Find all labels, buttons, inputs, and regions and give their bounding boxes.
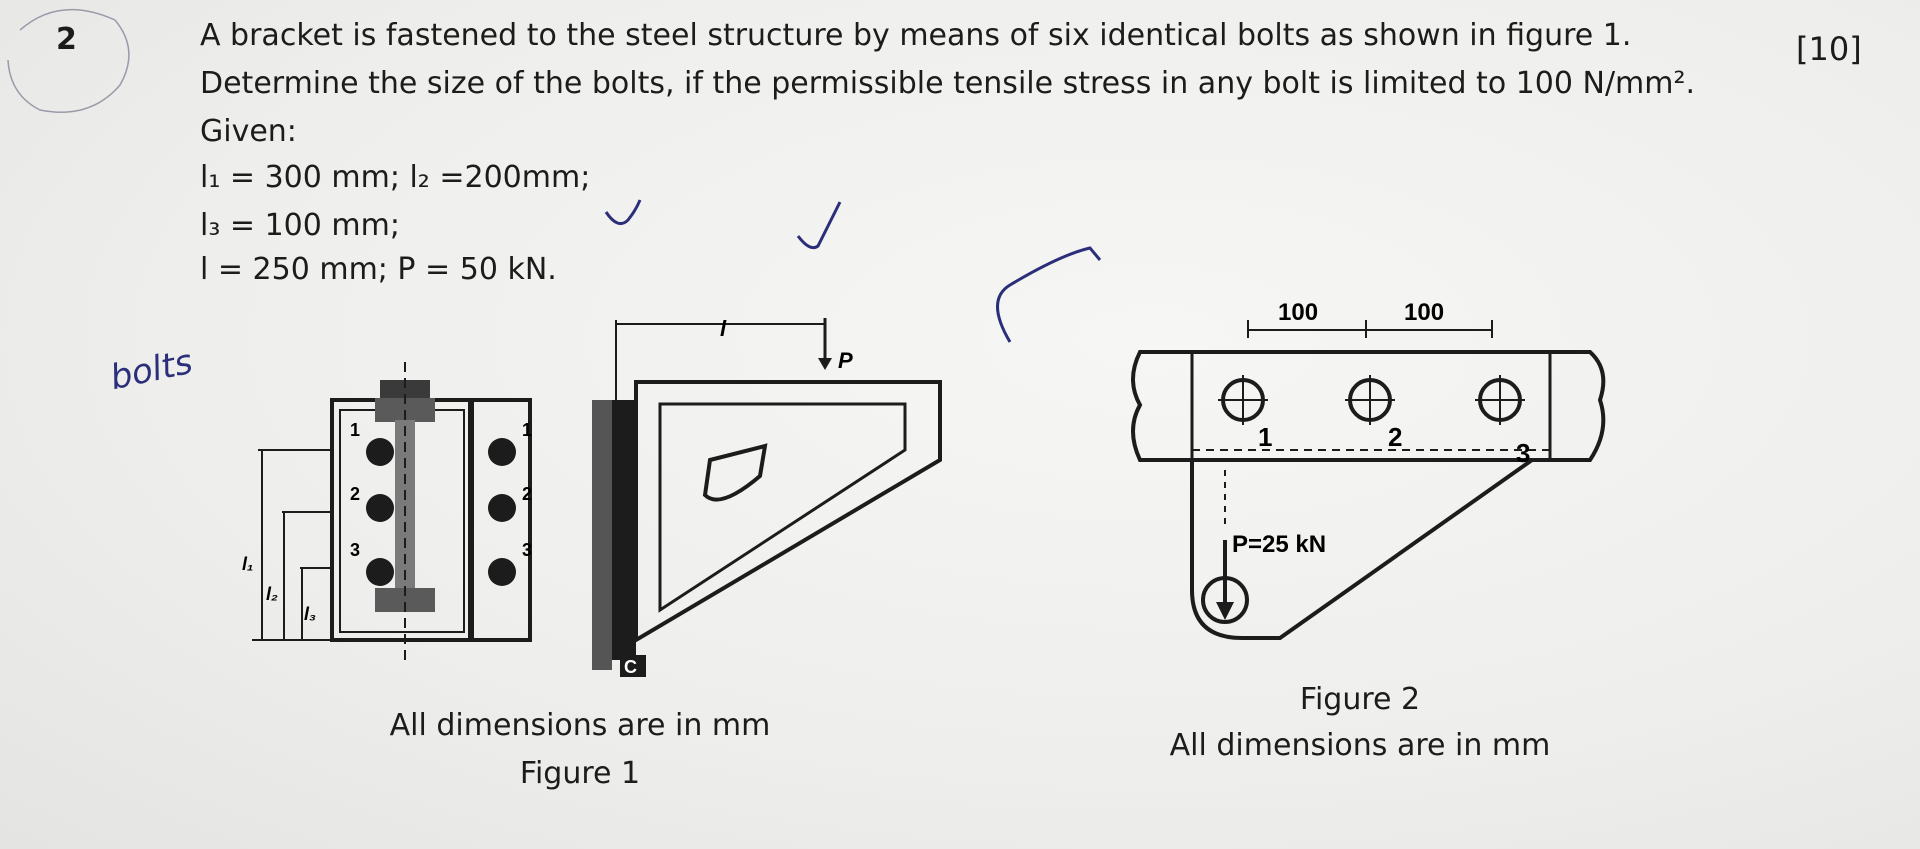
fig1-dim-l: l [720,316,727,341]
fig1-bolt-label-2b: 2 [522,484,532,504]
fig2-bolt-label-3: 3 [1516,438,1530,468]
bolt-3-left [366,558,394,586]
fig2-dim-left: 100 [1278,299,1318,326]
circle-mark [7,8,130,113]
fig1-bolt-label-3b: 3 [522,540,532,560]
figure-2-dimensions-note: All dimensions are in mm [1169,728,1551,763]
bolt-1-right [488,438,516,466]
fig1-label-C: C [624,657,637,677]
figure-2-drawing: 100 100 1 2 3 P=25 kN [1131,299,1606,640]
fig1-bolt-label-1b: 1 [522,420,532,440]
fig1-bolt-label-2: 2 [350,484,360,504]
bracket-mark [996,246,1102,343]
figure-2-caption: Figure 2 [1299,682,1421,717]
given-line-1: l₁ = 300 mm; l₂ =200mm; [200,160,591,195]
figure-1-drawing: 1 2 3 1 2 3 l₁ l₂ l₃ l P C [242,316,942,677]
question-line-1: A bracket is fastened to the steel struc… [200,18,1632,53]
given-label: Given: [200,114,297,149]
bolt-3-right [488,558,516,586]
fig2-bolt-label-2: 2 [1388,422,1402,452]
bolt-2-right [488,494,516,522]
bolt-2-left [366,494,394,522]
fig1-dim-l1: l₁ [242,554,253,574]
fig2-dim-right: 100 [1404,299,1444,326]
given-line-3: l = 250 mm; P = 50 kN. [200,252,557,287]
fig1-bolt-label-3: 3 [350,540,360,560]
fig2-load-label: P=25 kN [1232,531,1326,558]
question-number: 2 [56,22,77,57]
fig2-bolt-3 [1475,375,1525,425]
fig2-bolt-1 [1218,375,1268,425]
check-mark-1 [604,199,642,226]
fig1-dim-l3: l₃ [304,604,316,624]
question-line-2: Determine the size of the bolts, if the … [200,66,1696,101]
figure-1-caption: Figure 1 [519,756,641,791]
figure-1-dimensions-note: All dimensions are in mm [389,708,771,743]
check-mark-2 [796,201,842,250]
question-marks: [10] [1796,30,1862,68]
fig1-label-P: P [838,348,853,373]
bolt-1-left [366,438,394,466]
fig1-bolt-label-1: 1 [350,420,360,440]
fig2-bolt-label-1: 1 [1258,422,1272,452]
fig2-bolt-2 [1345,375,1395,425]
given-line-2: l₃ = 100 mm; [200,208,400,243]
fig1-dim-l2: l₂ [266,584,278,604]
